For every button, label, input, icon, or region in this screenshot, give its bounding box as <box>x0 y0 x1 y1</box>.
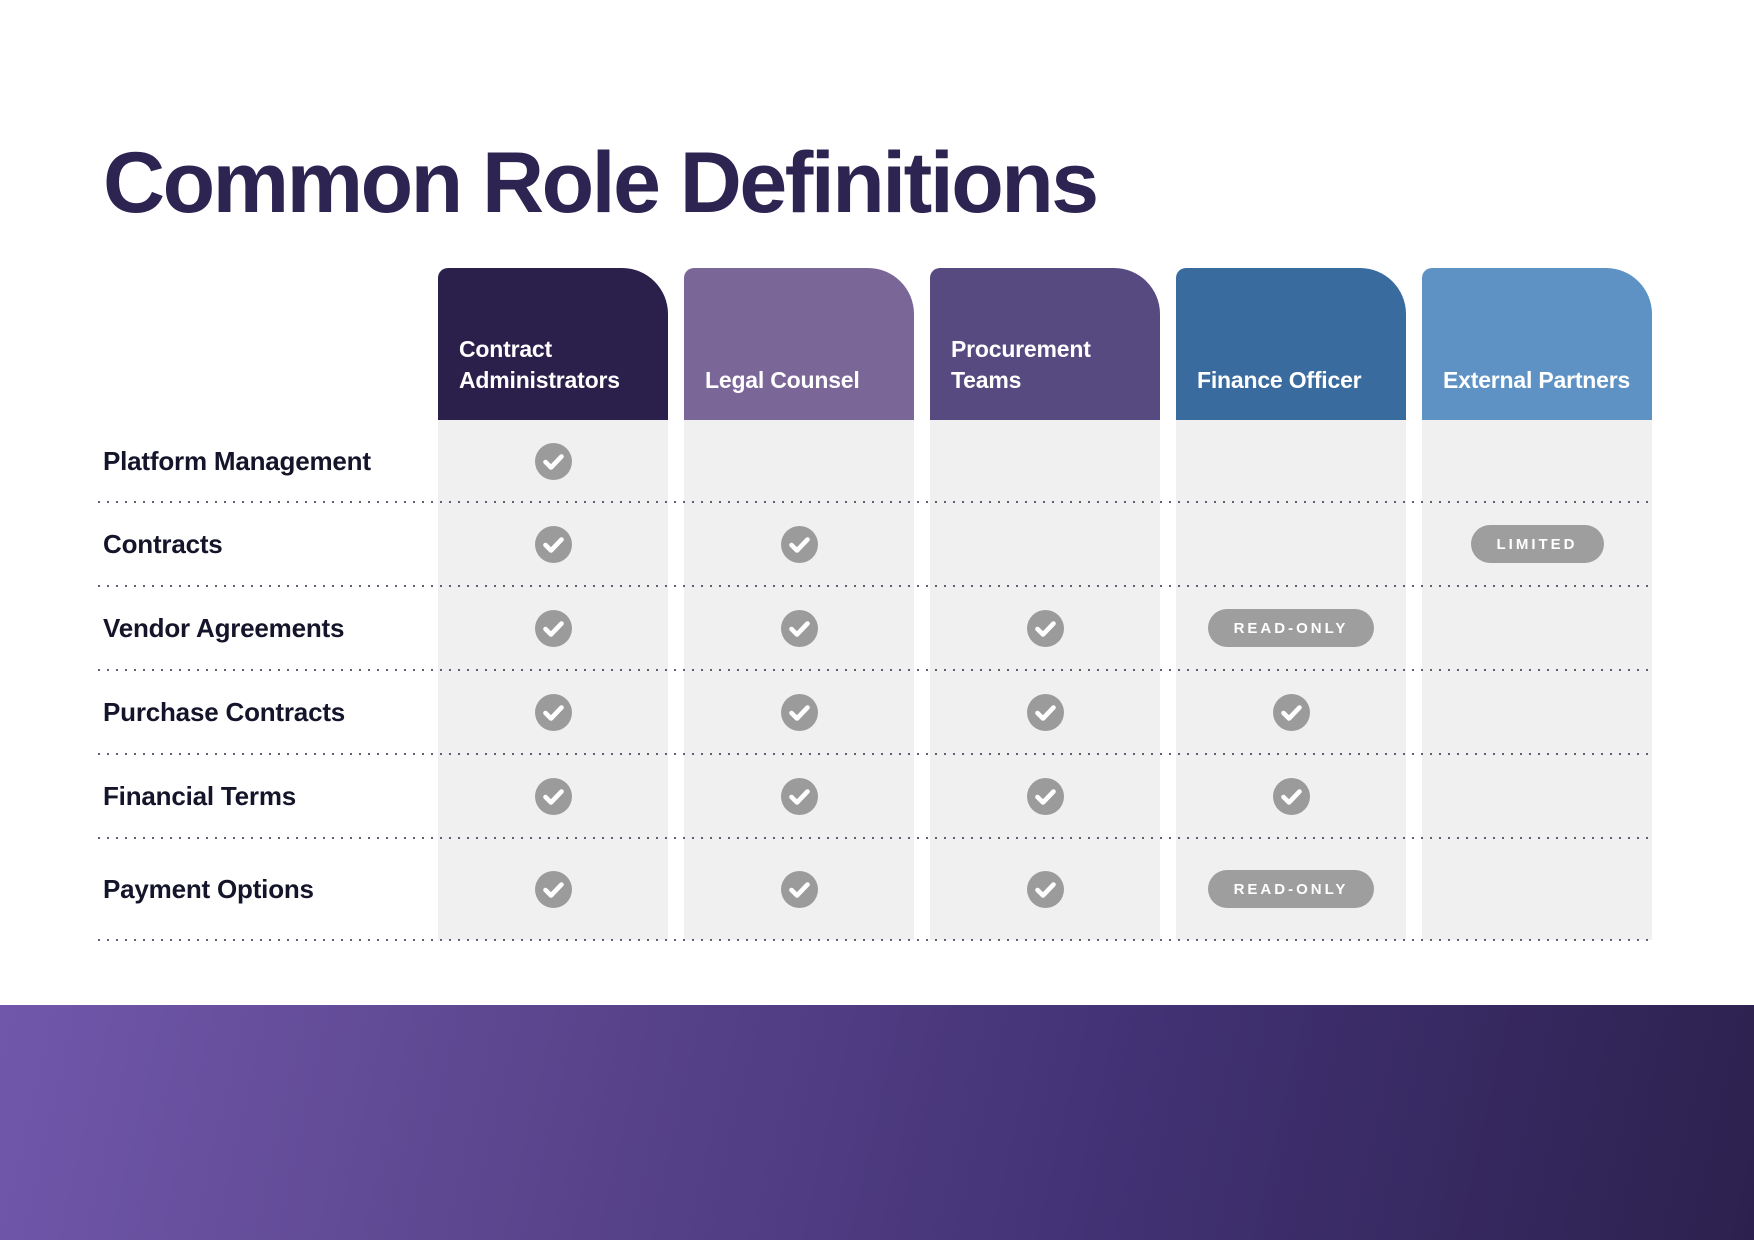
table-cell <box>930 754 1160 838</box>
column-header-label: Procurement Teams <box>951 335 1091 393</box>
row-label-payment-options: Payment Options <box>103 873 314 904</box>
table-cell <box>684 838 914 940</box>
table-cell <box>930 670 1160 754</box>
row-label-contracts: Contracts <box>103 528 223 559</box>
column-header-external-partners: External Partners <box>1422 268 1652 420</box>
column-header-contract-administrators: Contract Administrators <box>438 268 668 420</box>
table-cell: READ-ONLY <box>1176 586 1406 670</box>
table-cell <box>684 670 914 754</box>
row-label-vendor-agreements: Vendor Agreements <box>103 612 345 643</box>
row-separator <box>98 753 1652 755</box>
row-separator <box>98 585 1652 587</box>
table-cell <box>438 670 668 754</box>
check-icon <box>780 525 818 563</box>
check-icon <box>1272 693 1310 731</box>
table-cell <box>1176 420 1406 502</box>
column-header-label: Contract Administrators <box>459 335 620 393</box>
table-cell <box>1176 670 1406 754</box>
table-cell <box>930 838 1160 940</box>
check-icon <box>1026 609 1064 647</box>
check-icon <box>534 609 572 647</box>
check-icon <box>1272 777 1310 815</box>
column-header-legal-counsel: Legal Counsel <box>684 268 914 420</box>
table-cell: READ-ONLY <box>1176 838 1406 940</box>
table-cell <box>438 754 668 838</box>
check-icon <box>534 870 572 908</box>
column-header-finance-officer: Finance Officer <box>1176 268 1406 420</box>
table-cell <box>438 586 668 670</box>
column-header-procurement-teams: Procurement Teams <box>930 268 1160 420</box>
table-cell <box>438 420 668 502</box>
row-separator <box>98 669 1652 671</box>
check-icon <box>534 693 572 731</box>
table-cell <box>1422 838 1652 940</box>
table-cell <box>438 502 668 586</box>
check-icon <box>534 777 572 815</box>
check-icon <box>1026 693 1064 731</box>
table-cell <box>684 420 914 502</box>
check-icon <box>780 609 818 647</box>
table-cell <box>684 502 914 586</box>
check-icon <box>534 442 572 480</box>
table-cell <box>684 754 914 838</box>
table-cell <box>684 586 914 670</box>
table-cell <box>1422 670 1652 754</box>
access-badge: READ-ONLY <box>1207 870 1375 908</box>
table-cell <box>438 838 668 940</box>
table-cell <box>1176 754 1406 838</box>
column-strip <box>684 420 914 940</box>
column-header-label: Finance Officer <box>1197 366 1362 393</box>
access-badge: READ-ONLY <box>1207 609 1375 647</box>
row-label-financial-terms: Financial Terms <box>103 780 297 811</box>
check-icon <box>780 693 818 731</box>
column-strip <box>438 420 668 940</box>
column-strip <box>1422 420 1652 940</box>
table-cell: LIMITED <box>1422 502 1652 586</box>
table-cell <box>930 502 1160 586</box>
access-badge: LIMITED <box>1470 525 1604 563</box>
check-icon <box>1026 777 1064 815</box>
column-header-label: Legal Counsel <box>705 366 860 393</box>
column-strip <box>930 420 1160 940</box>
column-strip <box>1176 420 1406 940</box>
footer-band: Contract Administrators: Full system acc… <box>0 1005 1754 1240</box>
table-cell <box>1176 502 1406 586</box>
table-cell <box>1422 420 1652 502</box>
column-header-label: External Partners <box>1443 366 1631 393</box>
check-icon <box>780 777 818 815</box>
row-label-platform-management: Platform Management <box>103 445 371 476</box>
row-separator <box>98 837 1652 839</box>
row-separator <box>98 501 1652 503</box>
row-label-purchase-contracts: Purchase Contracts <box>103 696 346 727</box>
table-cell <box>930 586 1160 670</box>
check-icon <box>534 525 572 563</box>
table-cell <box>1422 754 1652 838</box>
row-separator <box>98 939 1652 941</box>
table-cell <box>930 420 1160 502</box>
check-icon <box>1026 870 1064 908</box>
page-title: Common Role Definitions <box>103 134 1099 231</box>
check-icon <box>780 870 818 908</box>
table-cell <box>1422 586 1652 670</box>
